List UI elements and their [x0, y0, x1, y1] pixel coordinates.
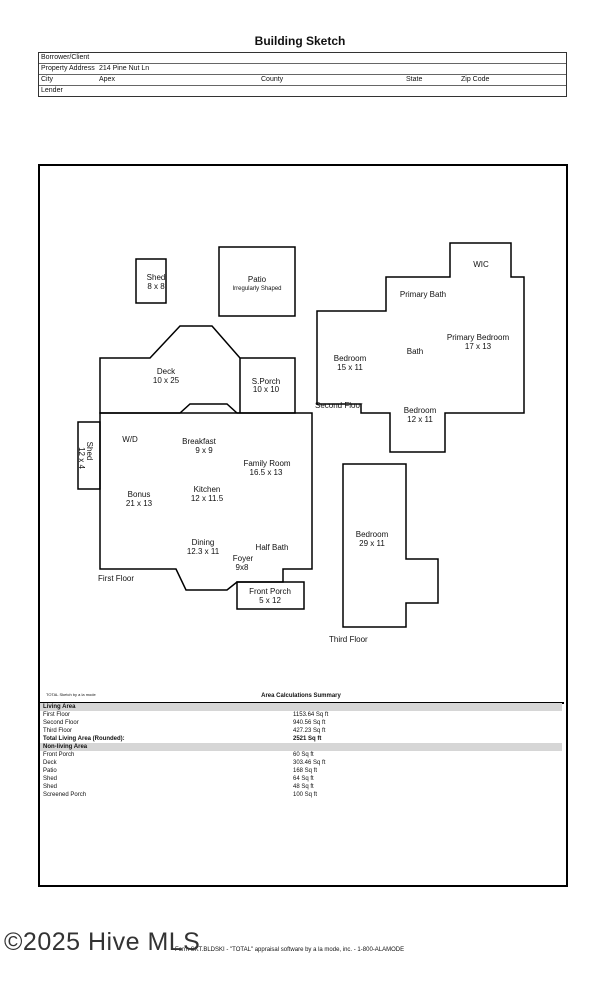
table-row: Third Floor 427.23 Sq ft: [43, 728, 326, 734]
borrower-label: Borrower/Client: [41, 54, 90, 61]
label-first-floor: First Floor: [98, 574, 134, 583]
total-living-row: Total Living Area (Rounded): 2521 Sq ft: [43, 736, 322, 742]
table-row: Shed 64 Sq ft: [43, 776, 314, 782]
label-family-room-dim: 16.5 x 13: [249, 468, 283, 477]
label-half-bath: Half Bath: [255, 543, 289, 552]
label-bedroom-12x11-dim: 12 x 11: [407, 415, 433, 424]
table-row: Front Porch 60 Sq ft: [43, 752, 314, 758]
lender-label: Lender: [41, 87, 63, 94]
address-value: 214 Pine Nut Ln: [99, 65, 150, 72]
label-patio-note: Irregularly Shaped: [232, 286, 282, 292]
sketch-frame: [38, 164, 568, 887]
label-dining: Dining: [191, 538, 215, 547]
property-header: Borrower/Client Property Address 214 Pin…: [38, 52, 567, 97]
label-sporch: S.Porch: [251, 377, 281, 386]
table-row: Patio 168 Sq ft: [43, 768, 318, 774]
borrower-row: Borrower/Client: [39, 53, 566, 64]
third-floor-outline: [342, 463, 439, 628]
county-label: County: [261, 76, 284, 83]
label-side-shed-dim: 12 x 4: [77, 447, 86, 469]
table-row: Deck 303.46 Sq ft: [43, 760, 326, 766]
label-kitchen: Kitchen: [193, 485, 221, 494]
state-label: State: [406, 76, 423, 83]
label-deck-dim: 10 x 25: [152, 376, 180, 385]
first-floor-outline: [99, 403, 313, 591]
patio-outline: [218, 246, 296, 317]
label-bedroom-15x11-dim: 15 x 11: [337, 363, 363, 372]
living-area-header: Living Area: [40, 703, 562, 711]
label-bedroom-29x11-dim: 29 x 11: [359, 539, 385, 548]
summary-title: Area Calculations Summary: [261, 693, 341, 699]
label-bonus-dim: 21 x 13: [125, 499, 153, 508]
label-family-room: Family Room: [243, 459, 291, 468]
zip-label: Zip Code: [461, 76, 490, 83]
lender-row: Lender: [39, 86, 566, 96]
label-wic: WIC: [473, 260, 489, 269]
label-dining-dim: 12.3 x 11: [186, 547, 220, 556]
label-breakfast-dim: 9 x 9: [195, 446, 213, 455]
deck-outline: [99, 325, 296, 414]
mls-watermark: ©2025 Hive MLS: [4, 928, 201, 956]
label-shed-dim: 8 x 8: [147, 282, 165, 291]
city-value: Apex: [99, 76, 115, 83]
side-shed-outline: [77, 421, 101, 490]
label-bedroom-12x11: Bedroom: [403, 406, 437, 415]
label-front-porch-dim: 5 x 12: [259, 596, 281, 605]
label-sporch-dim: 10 x 10: [252, 385, 280, 394]
label-deck: Deck: [156, 367, 176, 376]
area-summary: Living Area First Floor 1153.64 Sq ft Se…: [40, 703, 562, 799]
label-bedroom-15x11: Bedroom: [333, 354, 367, 363]
label-third-floor: Third Floor: [329, 635, 368, 644]
label-shed: Shed: [146, 273, 166, 282]
label-bedroom-29x11: Bedroom: [355, 530, 389, 539]
label-front-porch: Front Porch: [249, 587, 291, 596]
sketch-credit: TOTAL Sketch by a la mode: [46, 692, 96, 697]
shed-outline: [135, 258, 167, 304]
label-patio: Patio: [247, 275, 267, 284]
city-row: City Apex County State Zip Code: [39, 75, 566, 86]
address-label: Property Address: [41, 65, 95, 72]
table-row: Shed 48 Sq ft: [43, 784, 314, 790]
city-label: City: [41, 76, 54, 83]
form-footer: Form SKT.BLDSKI - "TOTAL" appraisal soft…: [175, 947, 405, 953]
label-primary-bath: Primary Bath: [399, 290, 447, 299]
nonliving-area-header: Non-living Area: [40, 743, 562, 751]
label-breakfast: Breakfast: [182, 437, 216, 446]
label-kitchen-dim: 12 x 11.5: [190, 494, 224, 503]
address-row: Property Address 214 Pine Nut Ln: [39, 64, 566, 75]
label-bath: Bath: [406, 347, 424, 356]
table-row: First Floor 1153.64 Sq ft: [43, 712, 329, 718]
label-primary-bedroom: Primary Bedroom: [446, 333, 510, 342]
second-floor-outline: [316, 242, 525, 453]
label-primary-bedroom-dim: 17 x 13: [464, 342, 492, 351]
table-row: Second Floor 940.56 Sq ft: [43, 720, 326, 726]
page-title: Building Sketch: [254, 34, 346, 48]
label-second-floor: Second Floor: [315, 401, 363, 410]
front-porch-outline: [236, 581, 305, 610]
label-foyer-dim: 9x8: [235, 563, 249, 572]
label-bonus: Bonus: [127, 490, 151, 499]
label-wd: W/D: [122, 435, 138, 444]
table-row: Screened Porch 100 Sq ft: [43, 792, 318, 798]
label-foyer: Foyer: [232, 554, 254, 563]
